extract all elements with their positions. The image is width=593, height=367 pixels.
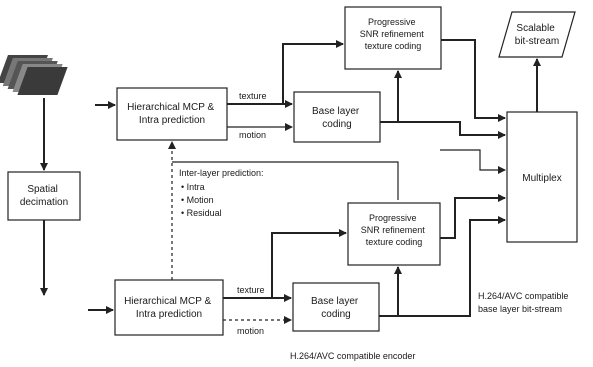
top-base-layer-box <box>293 91 381 143</box>
arrow-extra-to-multiplex <box>440 149 506 174</box>
arrow-top-base-to-multiplex <box>380 121 506 139</box>
arrow-bottom-texture-to-snr <box>223 229 347 299</box>
compat-bitstream-label: H.264/AVC compatible base layer bit-stre… <box>478 291 571 314</box>
top-texture-label: texture <box>239 91 267 101</box>
bottom-texture-label: texture <box>237 285 265 295</box>
top-snr-box <box>344 6 442 70</box>
bottom-base-layer-label: Base layer coding <box>311 296 361 320</box>
bottom-base-layer-box <box>292 282 380 332</box>
compat-encoder-label: H.264/AVC compatible encoder <box>290 351 415 361</box>
bottom-mcp-box <box>114 279 224 336</box>
arrow-top-snr-to-multiplex <box>441 39 506 122</box>
connectors <box>40 39 541 324</box>
inter-layer-item-intra: • Intra <box>181 182 205 192</box>
inter-layer-title: Inter-layer prediction: <box>179 168 264 178</box>
bottom-motion-label: motion <box>237 326 264 336</box>
top-mcp-label: Hierarchical MCP & Intra prediction <box>127 102 217 126</box>
line-inter-layer-feedback <box>172 161 399 200</box>
spatial-decimation-label: Spatial decimation <box>20 184 68 208</box>
top-base-layer-label: Base layer coding <box>312 106 362 130</box>
top-snr-label: Progressive SNR refinement texture codin… <box>360 17 427 51</box>
multiplex-box <box>506 111 578 243</box>
top-motion-label: motion <box>239 130 266 140</box>
arrow-top-texture-to-snr <box>227 40 344 105</box>
top-mcp-box <box>116 87 228 141</box>
arrow-bottom-snr-to-multiplex <box>440 194 506 239</box>
inter-layer-item-motion: • Motion <box>181 195 214 205</box>
spatial-decimation-box <box>7 171 81 221</box>
bottom-snr-box <box>347 202 441 266</box>
scalable-bitstream-box <box>498 11 576 58</box>
scalable-bitstream-label: Scalable bit-stream <box>515 23 559 47</box>
bottom-snr-label: Progressive SNR refinement texture codin… <box>361 213 428 247</box>
bottom-mcp-label: Hierarchical MCP & Intra prediction <box>124 296 214 320</box>
inter-layer-item-residual: • Residual <box>181 208 222 218</box>
multiplex-label: Multiplex <box>522 173 561 184</box>
top-input-frames-image <box>0 55 68 95</box>
arrow-bottom-base-to-multiplex <box>379 216 506 317</box>
